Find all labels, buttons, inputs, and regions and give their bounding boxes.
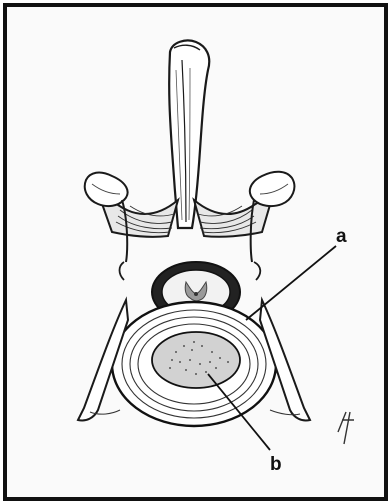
label-b: b xyxy=(270,454,282,475)
vertebral-body xyxy=(112,302,276,426)
nucleus-pulposus xyxy=(152,332,240,388)
label-a: a xyxy=(336,226,347,247)
